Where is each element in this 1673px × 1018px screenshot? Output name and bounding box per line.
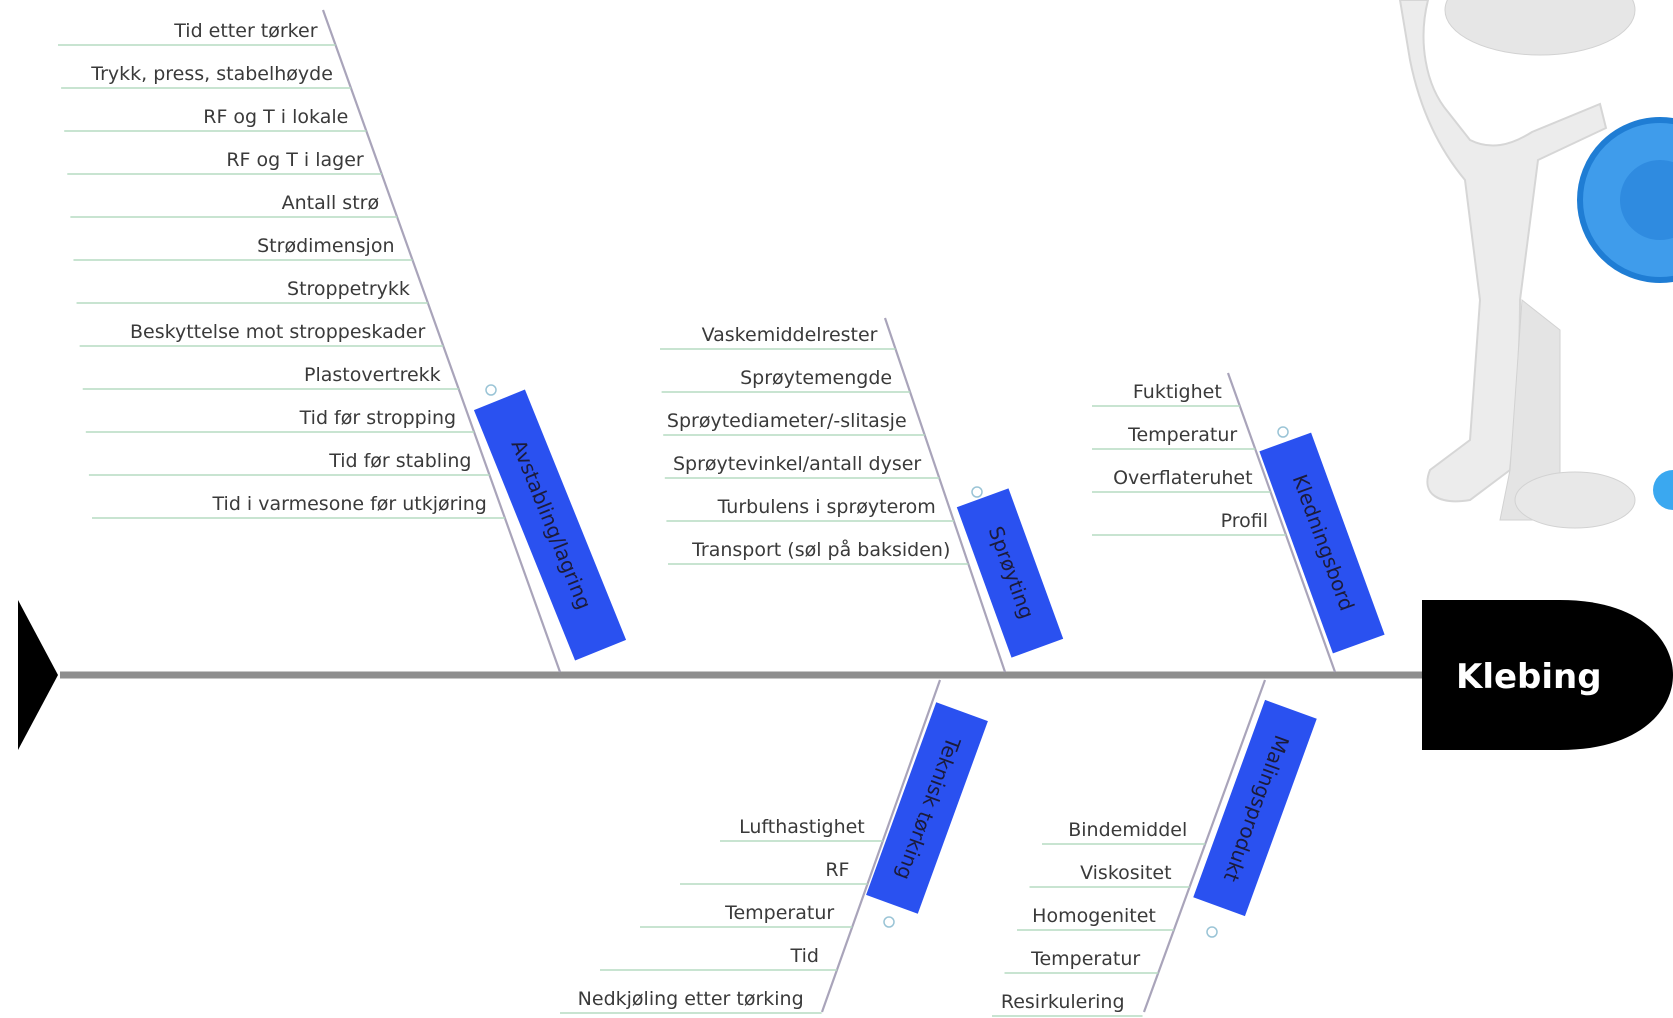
cause-label: Plastovertrekk <box>304 364 441 386</box>
bone-line <box>321 9 562 673</box>
cause-label: Tid etter tørker <box>173 20 317 42</box>
cause-label: RF og T i lager <box>226 149 364 171</box>
bone-line <box>820 679 942 1013</box>
cause-label: Fuktighet <box>1133 381 1222 403</box>
figure-illustration <box>1398 0 1673 529</box>
cause-label: Bindemiddel <box>1068 819 1187 841</box>
cause-label: Nedkjøling etter tørking <box>578 988 804 1010</box>
bone-marker <box>971 486 983 498</box>
cause-label: Sprøytemengde <box>740 367 892 389</box>
cause-label: Viskositet <box>1080 862 1171 884</box>
category-box: Kledningsbord <box>1259 432 1385 654</box>
category-sproyting: VaskemiddelresterSprøytemengdeSprøytedia… <box>660 317 1064 673</box>
cause-label: RF <box>825 859 849 881</box>
bone-marker <box>485 384 497 396</box>
bone-line <box>883 317 1007 673</box>
cause-label: Temperatur <box>724 902 834 924</box>
cause-label: RF og T i lokale <box>203 106 348 128</box>
category-box-fill <box>1193 699 1317 917</box>
bone-marker <box>1206 926 1218 938</box>
cause-label: Temperatur <box>1030 948 1140 970</box>
category-box: Sprøyting <box>956 488 1064 658</box>
cause-label: Trykk, press, stabelhøyde <box>90 63 333 85</box>
bone-marker <box>1277 426 1289 438</box>
category-box: Avstabling/lagring <box>473 389 627 661</box>
cause-label: Temperatur <box>1127 424 1237 446</box>
cause-label: Sprøytevinkel/antall dyser <box>673 453 921 475</box>
cause-label: Overflateruhet <box>1113 467 1253 489</box>
cause-label: Antall strø <box>282 192 380 214</box>
category-box-fill <box>473 389 627 661</box>
cause-label: Beskyttelse mot stroppeskader <box>130 321 425 343</box>
cause-label: Stroppetrykk <box>287 278 410 300</box>
effect-label: Klebing <box>1456 657 1602 697</box>
fish-head: Klebing <box>1422 600 1673 750</box>
category-malingsprodukt: BindemiddelViskositetHomogenitetTemperat… <box>992 679 1317 1017</box>
category-box-fill <box>956 488 1064 658</box>
cause-label: Tid før stabling <box>328 450 471 472</box>
cause-label: Transport (søl på baksiden) <box>691 538 950 561</box>
cause-label: Resirkulering <box>1001 991 1125 1013</box>
cause-label: Sprøytediameter/-slitasje <box>667 410 907 432</box>
bone-line <box>1142 679 1267 1013</box>
cause-label: Lufthastighet <box>739 816 865 838</box>
cause-label: Turbulens i sprøyterom <box>717 496 936 518</box>
cause-label: Tid før stropping <box>299 407 456 429</box>
category-box: Malingsprodukt <box>1193 699 1317 917</box>
bone-marker <box>883 916 895 928</box>
category-box-fill <box>1259 432 1385 654</box>
cause-label: Homogenitet <box>1032 905 1156 927</box>
cause-label: Vaskemiddelrester <box>702 324 878 346</box>
cause-label: Strødimensjon <box>257 235 394 257</box>
cause-label: Profil <box>1221 510 1268 532</box>
bone-line <box>1226 372 1337 673</box>
cause-label: Tid i varmesone før utkjøring <box>212 493 487 515</box>
tail-arrow <box>18 600 58 750</box>
category-box: Teknisk tørking <box>866 702 988 914</box>
cause-label: Tid <box>790 945 819 967</box>
category-box-fill <box>866 702 988 914</box>
